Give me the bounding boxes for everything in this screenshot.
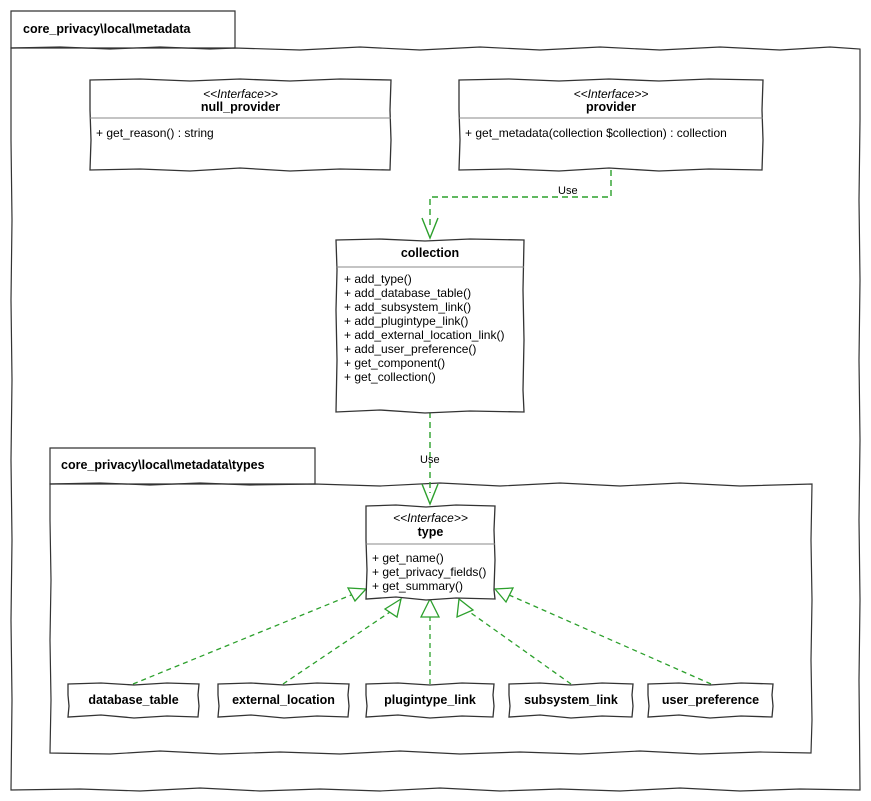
class-member: + get_privacy_fields() <box>372 565 487 579</box>
class-member: + get_collection() <box>344 370 436 384</box>
class-outline <box>365 682 495 719</box>
realization-line <box>132 590 362 685</box>
class-member: + add_type() <box>344 272 412 286</box>
class-title: collection <box>400 246 460 260</box>
class-outline <box>458 78 764 172</box>
realization-line <box>499 590 712 685</box>
class-member: + add_subsystem_link() <box>344 300 472 314</box>
class-collection[interactable]: collection + add_type() + add_database_t… <box>336 240 524 412</box>
class-title: database_table <box>88 693 179 707</box>
class-title: type <box>417 525 444 539</box>
hollow-triangle-arrowhead <box>346 587 368 603</box>
class-title: null_provider <box>200 100 281 114</box>
class-member: + get_summary() <box>372 579 464 593</box>
class-title: external_location <box>232 693 335 707</box>
package-core-privacy-local-metadata <box>10 10 861 792</box>
class-type[interactable]: <<Interface>> type + get_name() + get_pr… <box>366 506 495 599</box>
relation-database-table-realizes-type <box>132 587 368 685</box>
class-title: user_preference <box>661 693 760 707</box>
class-box-provider[interactable] <box>458 78 764 172</box>
class-user-preference[interactable]: user_preference <box>648 684 773 717</box>
hollow-triangle-arrowhead <box>493 587 515 604</box>
relation-external-location-realizes-type <box>282 597 402 685</box>
open-arrowhead <box>421 483 439 506</box>
class-outline <box>508 682 634 719</box>
class-stereotype: <<Interface>> <box>203 87 278 101</box>
relation-collection-uses-type <box>421 412 439 506</box>
class-title: provider <box>585 100 636 114</box>
class-plugintype-link[interactable]: plugintype_link <box>366 684 494 717</box>
class-box-type[interactable] <box>365 504 496 601</box>
class-box-user-preference[interactable] <box>647 682 774 719</box>
class-database-table[interactable]: database_table <box>68 684 199 717</box>
realization-line <box>463 607 572 685</box>
class-member: + get_name() <box>372 551 444 565</box>
package-core-privacy-local-metadata-types <box>49 447 813 755</box>
hollow-triangle-arrowhead <box>419 597 441 618</box>
class-stereotype: <<Interface>> <box>393 511 468 525</box>
relation-label-use-collection-type: Use <box>420 454 440 466</box>
class-stereotype: <<Interface>> <box>573 87 649 101</box>
package-body-types <box>49 482 813 755</box>
dependency-line <box>429 170 612 227</box>
relation-plugintype-link-realizes-type <box>419 597 441 684</box>
class-title: subsystem_link <box>524 693 618 707</box>
relation-provider-uses-collection <box>421 170 612 240</box>
class-member: + add_plugintype_link() <box>344 314 469 328</box>
class-subsystem-link[interactable]: subsystem_link <box>509 684 633 717</box>
relation-label-use-provider-collection: Use <box>558 185 578 197</box>
package-body-metadata <box>10 46 861 792</box>
relation-user-preference-realizes-type <box>493 587 712 685</box>
class-external-location[interactable]: external_location <box>218 684 349 717</box>
class-outline <box>365 504 496 601</box>
class-outline <box>89 78 392 172</box>
class-member: + add_external_location_link() <box>344 328 505 342</box>
class-member: + add_database_table() <box>344 286 472 300</box>
class-outline <box>217 682 350 719</box>
class-member: + add_user_preference() <box>344 342 477 356</box>
class-provider[interactable]: <<Interface>> provider + get_metadata(co… <box>459 80 763 170</box>
class-outline <box>67 682 200 719</box>
class-box-database-table[interactable] <box>67 682 200 719</box>
class-box-plugintype-link[interactable] <box>365 682 495 719</box>
package-label-metadata: core_privacy\local\metadata <box>23 22 191 36</box>
class-title: plugintype_link <box>384 693 476 707</box>
relation-subsystem-link-realizes-type <box>456 597 572 685</box>
class-member: + get_component() <box>344 356 446 370</box>
class-member: + get_reason() : string <box>96 126 214 140</box>
hollow-triangle-arrowhead <box>456 597 475 619</box>
class-outline <box>647 682 774 719</box>
package-label-types: core_privacy\local\metadata\types <box>61 458 265 472</box>
class-box-null-provider[interactable] <box>89 78 392 172</box>
class-box-collection[interactable] <box>335 238 525 414</box>
class-box-subsystem-link[interactable] <box>508 682 634 719</box>
class-member: + get_metadata(collection $collection) :… <box>465 126 727 140</box>
class-outline <box>335 238 525 414</box>
realization-line <box>282 607 397 685</box>
class-box-external-location[interactable] <box>217 682 350 719</box>
open-arrowhead <box>421 217 439 240</box>
class-null-provider[interactable]: <<Interface>> null_provider + get_reason… <box>90 80 391 170</box>
hollow-triangle-arrowhead <box>383 597 402 619</box>
